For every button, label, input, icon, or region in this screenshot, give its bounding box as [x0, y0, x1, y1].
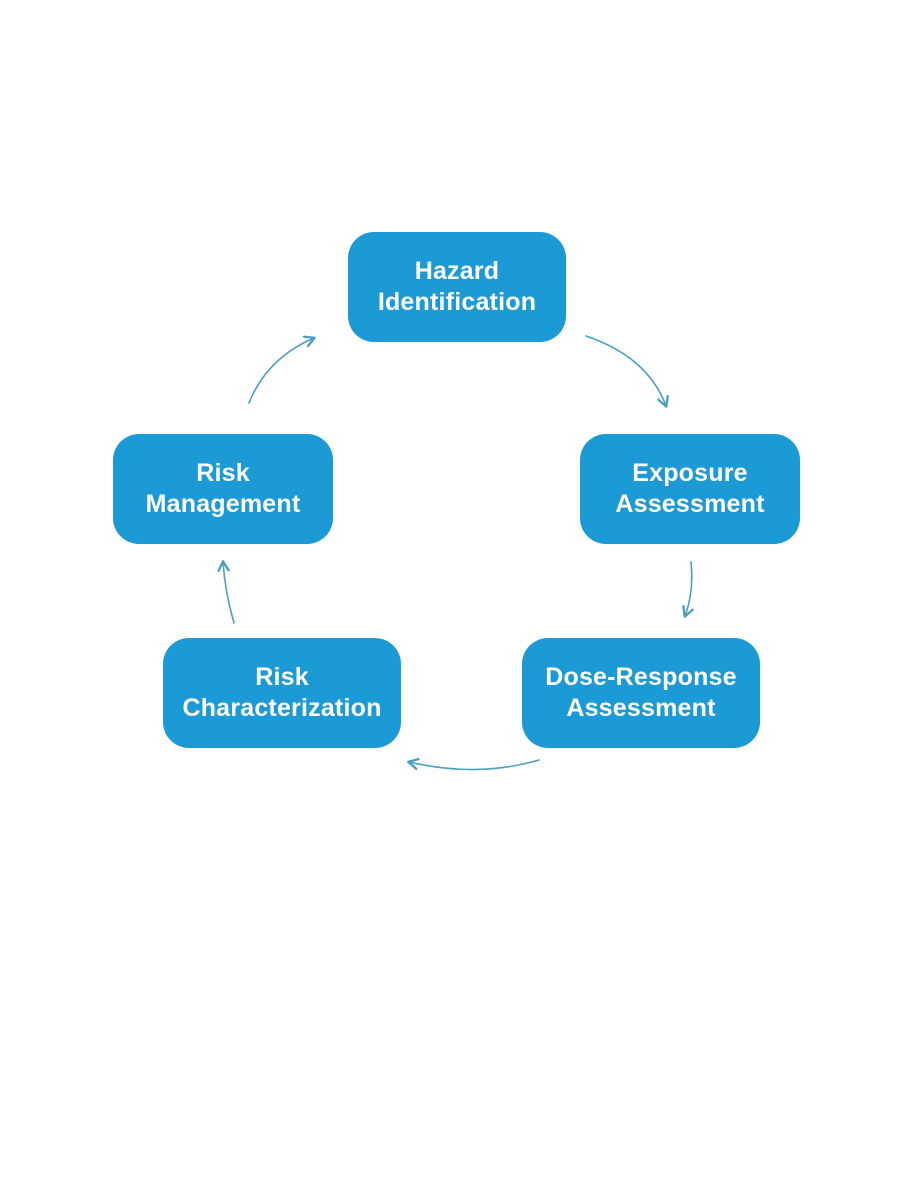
- node-hazard-identification: Hazard Identification: [348, 232, 566, 342]
- arrow-risk-management-to-hazard: [248, 335, 316, 404]
- arrow-hazard-to-exposure: [585, 335, 669, 408]
- arrow-dose-response-to-risk-characterization: [407, 757, 540, 771]
- node-dose-response-assessment: Dose-Response Assessment: [522, 638, 760, 748]
- arrow-risk-characterization-to-risk-management: [217, 560, 235, 624]
- node-risk-management: Risk Management: [113, 434, 333, 544]
- arrow-exposure-to-dose-response: [682, 561, 694, 618]
- node-exposure-assessment: Exposure Assessment: [580, 434, 800, 544]
- node-risk-characterization: Risk Characterization: [163, 638, 401, 748]
